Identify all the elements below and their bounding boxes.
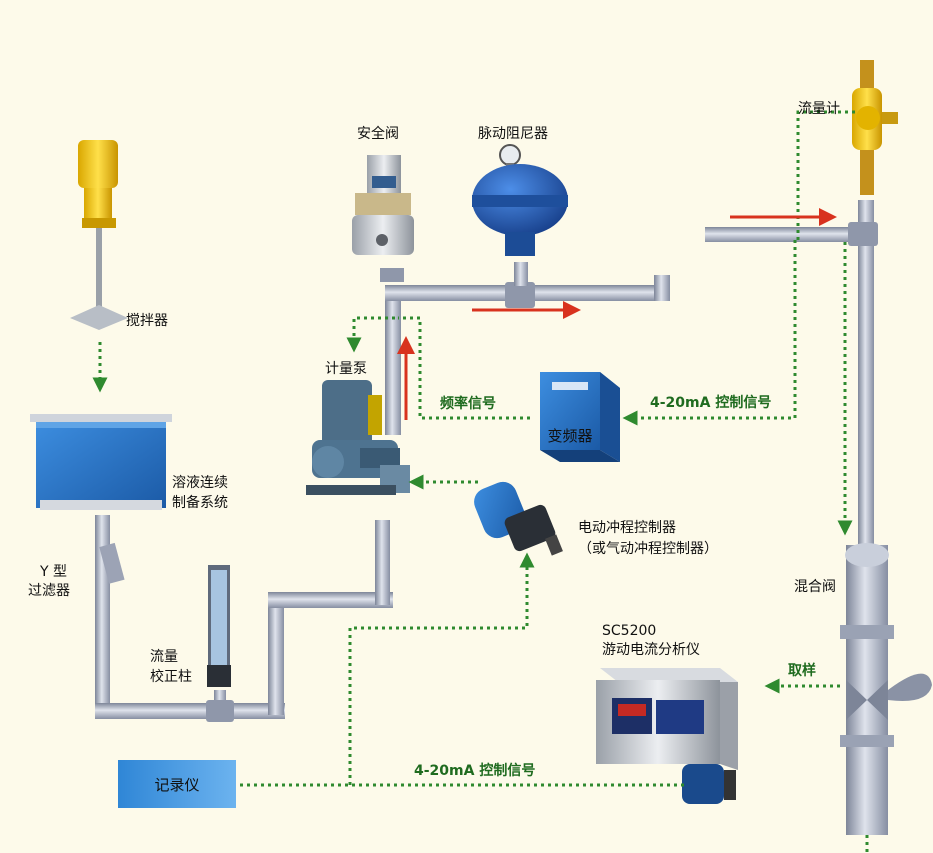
- ctrl-to-vfd-signal: [622, 240, 797, 426]
- mix-valve-label: 混合阀: [794, 579, 836, 595]
- stroke-controller-label-line2: （或气动冲程控制器）: [578, 541, 718, 557]
- metering-pump-equipment: [306, 380, 410, 495]
- piping: [95, 200, 932, 835]
- agitator-label: 搅拌器: [126, 313, 168, 329]
- vfd-label: 变频器: [547, 427, 593, 445]
- safety-valve-equipment: [352, 155, 414, 255]
- flowmeter-signal: [796, 110, 855, 240]
- recorder-box: [118, 760, 236, 808]
- y-filter-label-line1: Y 型: [40, 564, 68, 580]
- pulsation-damper-equipment: [472, 144, 568, 256]
- meter-pump-label: 计量泵: [325, 361, 367, 377]
- signal-lines: [92, 110, 869, 853]
- ctrl-signal-top-label: 4-20mA 控制信号: [650, 395, 772, 411]
- flow-arrows: [397, 208, 837, 420]
- recorder-to-stroke-signal: [348, 552, 535, 785]
- agitator-equipment: [70, 140, 128, 330]
- calibration-label-line2: 校正柱: [150, 669, 192, 685]
- tank-label-line2: 制备系统: [172, 495, 228, 511]
- flowmeter-equipment: [852, 60, 898, 195]
- ctrl-signal-bottom-label: 4-20mA 控制信号: [414, 763, 536, 779]
- stroke-controller-equipment: [474, 481, 563, 556]
- calibration-column: [207, 565, 231, 687]
- tank-label-line1: 溶液连续: [172, 475, 228, 491]
- safety-to-pump-signal: [346, 316, 395, 353]
- sample-label: 取样: [788, 663, 816, 679]
- damper-label: 脉动阻尼器: [478, 126, 548, 142]
- analyzer-name-label: 游动电流分析仪: [602, 642, 700, 658]
- analyzer-equipment: [596, 668, 738, 804]
- vfd-equipment: [540, 372, 620, 462]
- freq-signal-label: 频率信号: [440, 396, 496, 412]
- stroke-controller-label-line1: 电动冲程控制器: [578, 520, 676, 536]
- analyzer-model-label: SC5200: [602, 623, 657, 639]
- solution-tank: [30, 414, 172, 510]
- safety-valve-label: 安全阀: [357, 126, 399, 142]
- recorder-label: 记录仪: [154, 776, 200, 794]
- flowmeter-label: 流量计: [798, 101, 840, 117]
- y-filter-label-line2: 过滤器: [28, 583, 70, 599]
- calibration-label-line1: 流量: [150, 649, 178, 665]
